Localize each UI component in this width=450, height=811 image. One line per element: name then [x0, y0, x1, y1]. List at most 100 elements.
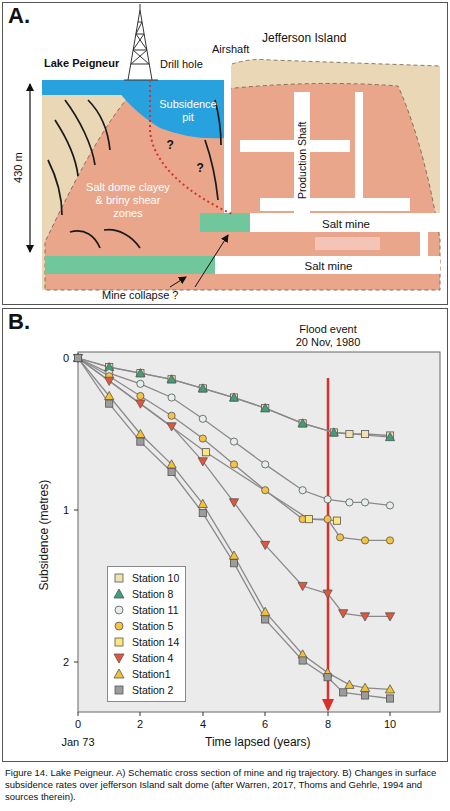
data-marker	[299, 487, 306, 494]
data-marker	[74, 354, 81, 361]
data-marker	[106, 400, 113, 407]
data-marker	[115, 638, 123, 646]
axis-tick: 0	[63, 352, 69, 365]
collapse-zone	[200, 213, 250, 232]
legend-label: Station 11	[132, 604, 179, 616]
data-marker	[168, 412, 175, 419]
data-marker	[229, 393, 238, 401]
data-marker	[346, 430, 353, 437]
series-line	[78, 358, 390, 540]
data-marker	[305, 516, 312, 523]
panel-letter: B.	[8, 309, 30, 335]
legend-row: Station 2	[112, 682, 179, 698]
airshaft	[224, 62, 231, 214]
axis-title: Subsidence (metres)	[37, 480, 51, 591]
data-marker	[345, 680, 354, 688]
data-marker	[386, 695, 393, 702]
data-marker	[298, 582, 307, 590]
data-marker	[230, 560, 237, 567]
data-marker	[333, 517, 340, 524]
data-marker	[74, 354, 81, 361]
data-marker	[137, 370, 144, 377]
data-marker	[299, 420, 306, 427]
data-marker	[115, 574, 123, 582]
data-marker	[198, 499, 207, 507]
legend-label: Station 8	[132, 588, 173, 600]
series-line	[78, 358, 390, 505]
salt-dome	[45, 83, 440, 290]
data-marker	[167, 375, 176, 383]
event-label: Flood event 20 Nov, 1980	[293, 323, 363, 349]
shear-lines	[48, 100, 221, 248]
data-marker	[115, 686, 123, 694]
data-marker	[230, 461, 237, 468]
axis-ticks	[74, 358, 390, 716]
data-marker	[324, 674, 331, 681]
data-marker	[323, 590, 332, 598]
data-marker	[199, 509, 206, 516]
data-marker	[74, 354, 81, 361]
data-marker	[136, 400, 145, 408]
data-marker	[73, 353, 82, 361]
mine-gallery	[260, 198, 410, 211]
region-label: Subsidence pit	[155, 98, 221, 124]
mine-level	[315, 237, 380, 250]
data-marker	[137, 392, 144, 399]
data-marker	[336, 534, 343, 541]
legend-label: Station 4	[132, 652, 173, 664]
data-marker	[168, 394, 175, 401]
data-marker	[105, 377, 114, 385]
data-marker	[339, 610, 348, 618]
island-surface	[232, 60, 440, 67]
data-marker	[198, 458, 207, 466]
data-marker	[199, 385, 206, 392]
data-marker	[74, 354, 81, 361]
legend-label: Station 2	[132, 684, 173, 696]
flood-line	[327, 378, 330, 700]
data-marker	[73, 353, 82, 361]
panel-letter: A.	[8, 3, 30, 29]
drill-rig	[124, 4, 158, 80]
data-marker	[137, 380, 144, 387]
data-marker	[299, 657, 306, 664]
dimension-arrow	[29, 84, 30, 252]
collapse-zone	[45, 256, 215, 274]
region-label: Salt dome clayey & briny shear zones	[85, 181, 171, 221]
data-marker	[115, 606, 123, 614]
legend-marker	[112, 571, 126, 585]
data-marker	[329, 428, 338, 436]
legend-marker	[112, 635, 126, 649]
data-marker	[167, 423, 176, 431]
legend-row: Station 11	[112, 602, 179, 618]
data-marker	[114, 589, 124, 598]
data-marker	[361, 537, 368, 544]
node-label: Salt mine	[322, 218, 370, 230]
upper-mine	[200, 213, 440, 232]
data-marker	[361, 499, 368, 506]
legend-row: Station 4	[112, 650, 179, 666]
data-marker	[105, 391, 114, 399]
data-marker	[136, 429, 145, 437]
data-marker	[385, 613, 394, 621]
data-marker	[167, 460, 176, 468]
legend-label: Station 10	[132, 572, 179, 584]
axis-tick: 1	[63, 504, 69, 517]
data-marker	[386, 537, 393, 544]
node-label: Salt mine	[305, 260, 353, 272]
axis-tick: 4	[200, 718, 206, 731]
axis-tick: 2	[137, 718, 143, 731]
data-marker	[261, 541, 270, 549]
plot-area	[78, 352, 440, 712]
site-name: Lake Peigneur	[44, 57, 119, 70]
data-marker	[199, 435, 206, 442]
flood-arrowhead	[322, 699, 334, 712]
legend-label: Station 14	[132, 636, 179, 648]
leader-arrow	[195, 235, 228, 287]
data-marker	[261, 404, 270, 412]
legend-row: Station 10	[112, 570, 179, 586]
site-name: Jefferson Island	[262, 31, 347, 45]
data-marker	[261, 607, 270, 615]
legend-row: Station 14	[112, 634, 179, 650]
data-marker	[262, 405, 269, 412]
